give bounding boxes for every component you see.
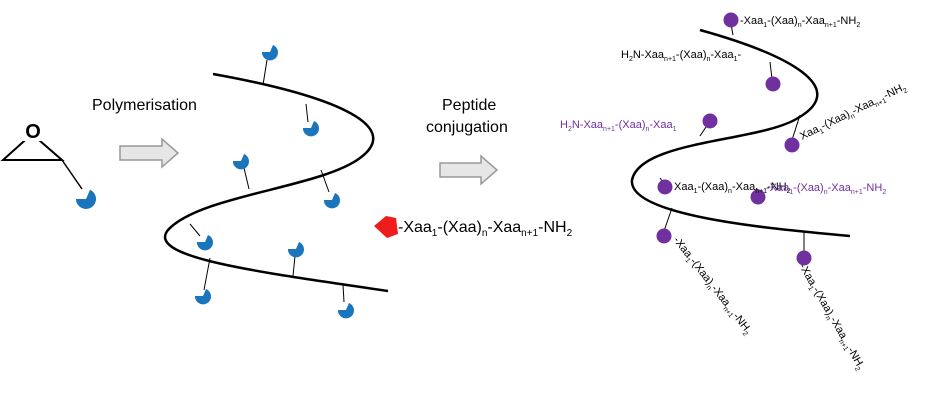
arrow-right-icon: [439, 154, 499, 186]
peptide-label-5: Xaa1-(Xaa)n-Xaan+1-NH2: [674, 181, 791, 195]
peptide-label-2: H2N-Xaan+1-(Xaa)n-Xaa1-: [621, 49, 742, 63]
pacman-icon: [287, 242, 304, 258]
conjugation-label: conjugation: [426, 119, 508, 136]
pacman-icon: [194, 289, 211, 305]
conjugated-polymer: -Xaa1-(Xaa)n-Xaan+1-NH2 H2N-Xaan+1-(Xaa)…: [560, 12, 909, 373]
peptide-reactive-group-icon: [374, 216, 398, 238]
peptide-bead: [765, 76, 781, 92]
pacman-icon: [323, 193, 340, 209]
peptide-label-3: Xaa1-(Xaa)n-Xaan+1-NH2: [798, 81, 909, 145]
peptide-label-8: -Xaa1-(Xaa)n-Xaan+1-NH2: [795, 262, 867, 373]
peptide-bead: [656, 228, 672, 244]
epoxide-monomer: O: [0, 119, 96, 209]
peptide-label: Peptide: [442, 97, 496, 114]
polymer-backbone: [164, 45, 389, 319]
arrow-right-icon: [119, 137, 180, 169]
peptide-reagent-formula: -Xaa1-(Xaa)n-Xaan+1-NH2: [398, 219, 573, 239]
pacman-icon: [196, 235, 213, 251]
epoxide-oxygen-label: O: [25, 121, 41, 143]
peptide-label-1: -Xaa1-(Xaa)n-Xaan+1-NH2: [740, 15, 860, 29]
peptide-bead: [750, 189, 766, 205]
pacman-icon: [337, 303, 354, 319]
peptide-label-6: -Xaa1-(Xaa)n-Xaan+1-NH2: [766, 182, 886, 196]
pacman-icon: [261, 45, 278, 61]
pacman-icon: [302, 121, 319, 137]
peptide-label-4: H2N-Xaan+1-(Xaa)n-Xaa1: [560, 119, 677, 133]
pacman-icon: [232, 154, 249, 170]
peptide-bead: [796, 250, 812, 266]
polymerisation-label: Polymerisation: [92, 97, 197, 114]
pacman-icon: [76, 189, 96, 209]
peptide-bead: [702, 113, 718, 129]
peptide-bead: [784, 137, 800, 153]
peptide-bead: [657, 179, 673, 195]
peptide-bead: [723, 12, 739, 28]
peptide-label-7: -Xaa1-(Xaa)n-Xaan+1-NH2: [669, 234, 754, 337]
